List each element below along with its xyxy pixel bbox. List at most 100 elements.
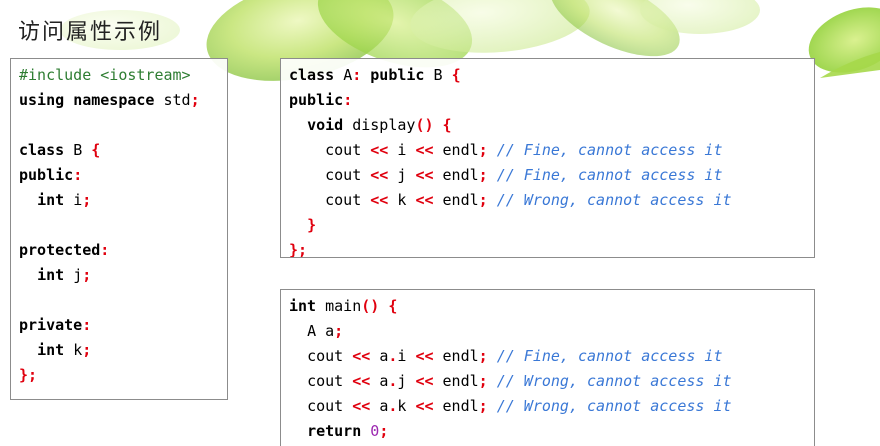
identifier: j [73, 266, 83, 284]
code-line-blank [19, 113, 227, 138]
identifier: j [397, 166, 407, 184]
code-line: cout << a.i << endl; // Fine, cannot acc… [289, 344, 814, 369]
operator: << [415, 372, 434, 390]
keyword: int [37, 191, 65, 209]
operator: ; [334, 322, 344, 340]
operator: << [415, 141, 434, 159]
identifier: k [73, 341, 83, 359]
operator: : [352, 66, 362, 84]
operator: : [73, 166, 83, 184]
keyword: return [307, 422, 362, 440]
code-line: private: [19, 313, 227, 338]
identifier: cout [307, 397, 344, 415]
code-comment: // Wrong, cannot access it [496, 191, 732, 209]
operator: ; [82, 266, 92, 284]
operator: ; [478, 166, 488, 184]
code-comment: // Fine, cannot access it [496, 141, 723, 159]
operator: : [82, 316, 92, 334]
operator: . [388, 347, 398, 365]
operator: << [415, 347, 434, 365]
identifier: a [379, 372, 389, 390]
identifier: endl [442, 141, 479, 159]
identifier: main [325, 297, 362, 315]
operator: ; [478, 141, 488, 159]
preprocessor-directive: #include <iostream> [19, 66, 191, 84]
code-line: cout << k << endl; // Wrong, cannot acce… [289, 188, 814, 213]
identifier: endl [442, 166, 479, 184]
code-line: class A: public B { [289, 63, 814, 88]
keyword: using [19, 91, 65, 109]
code-comment: // Fine, cannot access it [496, 347, 723, 365]
code-comment: // Wrong, cannot access it [496, 397, 732, 415]
operator: << [370, 191, 389, 209]
operator: << [352, 372, 371, 390]
code-line: int j; [19, 263, 227, 288]
code-line: class B { [19, 138, 227, 163]
identifier: endl [442, 372, 479, 390]
code-block-class-a: class A: public B { public: void display… [280, 58, 815, 258]
operator: ; [478, 191, 488, 209]
code-line: }; [289, 238, 814, 257]
identifier: endl [442, 397, 479, 415]
operator: ; [379, 422, 389, 440]
code-line: cout << i << endl; // Fine, cannot acces… [289, 138, 814, 163]
keyword: class [19, 141, 65, 159]
keyword: void [307, 116, 344, 134]
operator: << [415, 397, 434, 415]
operator: . [388, 397, 398, 415]
code-line: }; [19, 363, 227, 388]
keyword: class [289, 66, 335, 84]
code-line: protected: [19, 238, 227, 263]
code-comment: // Fine, cannot access it [496, 166, 723, 184]
keyword: private [19, 316, 83, 334]
identifier: i [397, 347, 407, 365]
identifier: i [397, 141, 407, 159]
identifier: a [379, 397, 389, 415]
identifier: endl [442, 347, 479, 365]
keyword: public [19, 166, 74, 184]
operator: () [415, 116, 434, 134]
identifier: std [163, 91, 191, 109]
code-line: int i; [19, 188, 227, 213]
keyword: namespace [73, 91, 155, 109]
keyword: int [289, 297, 317, 315]
code-line-blank [19, 288, 227, 313]
operator: () [361, 297, 380, 315]
operator: << [415, 166, 434, 184]
keyword: int [37, 266, 65, 284]
keyword: public [289, 91, 344, 109]
number-literal: 0 [370, 422, 380, 440]
operator: << [415, 191, 434, 209]
keyword: int [37, 341, 65, 359]
operator: << [370, 141, 389, 159]
code-line: public: [19, 163, 227, 188]
identifier: cout [307, 372, 344, 390]
code-line: void display() { [289, 113, 814, 138]
operator: { [388, 297, 398, 315]
identifier: a [379, 347, 389, 365]
operator: << [352, 397, 371, 415]
code-line: cout << a.j << endl; // Wrong, cannot ac… [289, 369, 814, 394]
code-block-main: int main() { A a; cout << a.i << endl; /… [280, 289, 815, 446]
operator: << [370, 166, 389, 184]
code-line: #include <iostream> [19, 63, 227, 88]
operator: }; [19, 366, 38, 384]
code-line: public: [289, 88, 814, 113]
keyword: protected [19, 241, 101, 259]
operator: ; [478, 347, 488, 365]
identifier: A [343, 66, 353, 84]
operator: } [307, 216, 317, 234]
code-block-class-b: #include <iostream> using namespace std;… [10, 58, 228, 400]
operator: ; [82, 341, 92, 359]
identifier: cout [325, 166, 362, 184]
identifier: cout [307, 347, 344, 365]
operator: { [91, 141, 101, 159]
operator: << [352, 347, 371, 365]
code-line: } [289, 213, 814, 238]
code-line-blank [19, 213, 227, 238]
identifier: j [397, 372, 407, 390]
identifier: k [397, 397, 407, 415]
operator: ; [82, 191, 92, 209]
code-line: cout << a.k << endl; // Wrong, cannot ac… [289, 394, 814, 419]
slide-title: 访问属性示例 [18, 20, 163, 45]
